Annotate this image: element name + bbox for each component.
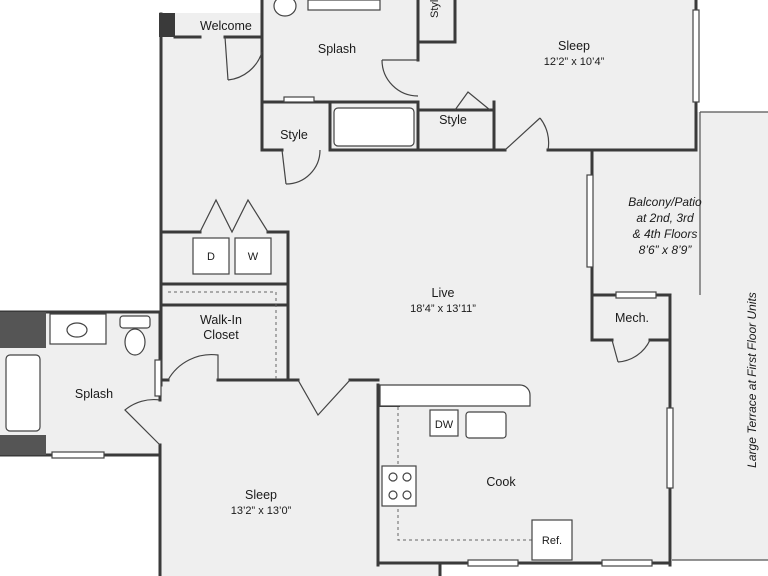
closet-shelf [168, 291, 277, 380]
bathtub [5, 354, 41, 432]
doors [124, 36, 651, 446]
toilet [124, 328, 146, 356]
dryer [192, 237, 230, 275]
terrace-outline [672, 111, 768, 561]
label-terrace: Large Terrace at First Floor Units [745, 292, 759, 468]
label-balcony-1: Balcony/Patio [628, 195, 702, 209]
toilet [273, 0, 297, 17]
label-fridge: Ref. [542, 535, 562, 547]
door-swing [611, 339, 651, 363]
label-dishwasher: DW [435, 419, 454, 431]
door-swing [297, 379, 351, 417]
window [692, 9, 700, 103]
dishwasher [429, 409, 459, 437]
window [154, 359, 162, 397]
door-swing [167, 353, 219, 381]
label-style-mid: Style [439, 113, 467, 127]
vanity [307, 0, 381, 11]
label-style-top: Style [429, 0, 441, 18]
label-cook: Cook [486, 475, 516, 489]
door-swing [381, 59, 419, 97]
burner [388, 490, 398, 500]
door-swing [124, 398, 161, 446]
sink [66, 322, 88, 338]
label-walkin-1: Walk-In [200, 313, 242, 327]
labels: Welcome Splash Sleep 12’2” x 10’4” Style… [75, 0, 759, 547]
burner [402, 472, 412, 482]
door-swing [224, 36, 263, 81]
label-dryer: D [207, 251, 215, 263]
label-washer: W [248, 251, 259, 263]
window [586, 174, 594, 268]
label-live-dims: 18’4” x 13’11” [410, 303, 476, 315]
wall-pillar [0, 312, 46, 348]
cook-floor [380, 385, 670, 563]
label-balcony-4: 8’6” x 8’9” [639, 243, 693, 257]
counter-edge [397, 407, 540, 541]
door-swing [281, 149, 321, 185]
label-style-left: Style [280, 128, 308, 142]
label-sleep-bottom: Sleep [245, 488, 277, 502]
terrace-floor [672, 112, 768, 560]
label-sleep-top-dims: 12’2” x 10’4” [544, 56, 605, 68]
label-balcony-2: at 2nd, 3rd [636, 211, 694, 225]
stove [381, 465, 417, 507]
window [666, 407, 674, 489]
toilet-tank [119, 315, 151, 329]
fixtures [5, 0, 573, 561]
window [601, 559, 653, 567]
window [51, 451, 105, 459]
burner [402, 490, 412, 500]
burner [388, 472, 398, 482]
label-live: Live [432, 286, 455, 300]
label-walkin-2: Closet [203, 328, 239, 342]
sink [465, 411, 507, 439]
wall-pillar [0, 435, 46, 455]
window [467, 559, 519, 567]
label-mech: Mech. [615, 311, 649, 325]
label-sleep-bottom-dims: 13’2” x 13’0” [231, 505, 292, 517]
door-swing [504, 117, 550, 151]
window [615, 291, 657, 299]
fridge [531, 519, 573, 561]
door-swing [454, 91, 491, 111]
bathtub [333, 107, 415, 147]
kitchen-island [379, 384, 531, 407]
label-balcony-3: & 4th Floors [633, 227, 698, 241]
label-splash-top: Splash [318, 42, 356, 56]
wall-pillar [159, 13, 175, 37]
windows [51, 9, 700, 567]
label-splash-left: Splash [75, 387, 113, 401]
door-swing [199, 198, 269, 234]
washer [234, 237, 272, 275]
shelf [283, 96, 315, 103]
label-welcome: Welcome [200, 19, 252, 33]
label-sleep-top: Sleep [558, 39, 590, 53]
